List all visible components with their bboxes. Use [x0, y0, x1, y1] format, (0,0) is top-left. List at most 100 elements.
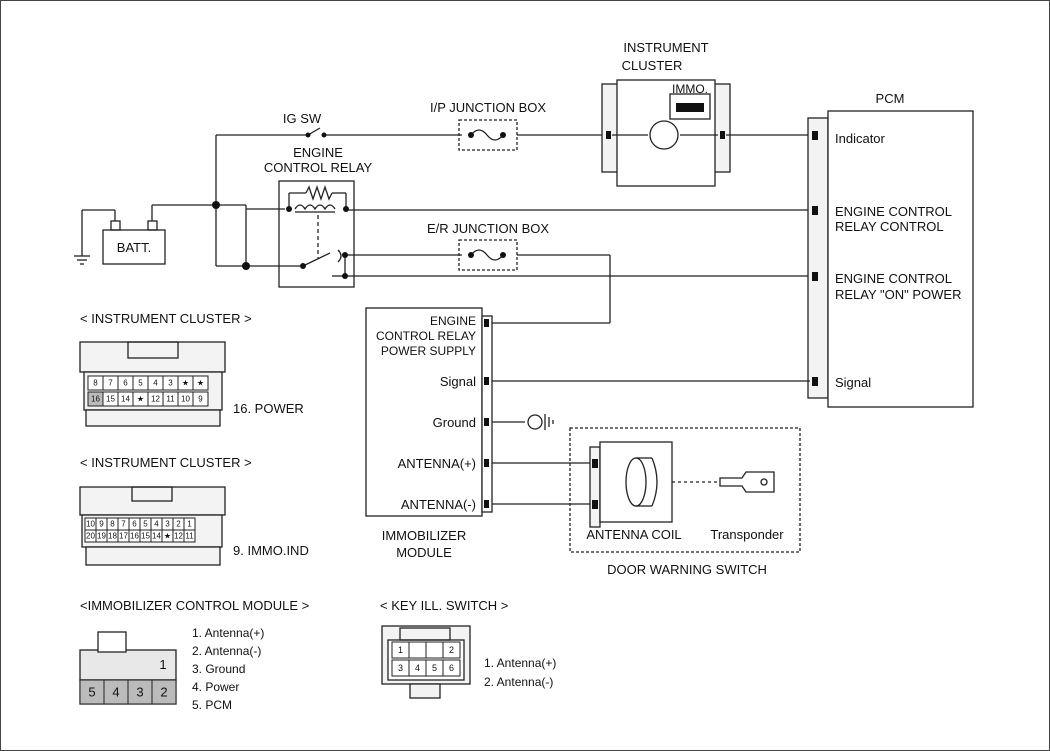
pcm-indicator: Indicator — [835, 131, 886, 146]
door-warning-switch-label: DOOR WARNING SWITCH — [607, 562, 767, 577]
pin-label: 12 — [174, 532, 183, 541]
battery-box — [102, 229, 166, 265]
pin-label: 19 — [97, 532, 106, 541]
pin-label: 7 — [121, 520, 126, 529]
pin-label: 6 — [123, 379, 128, 388]
pin-label: 15 — [141, 532, 150, 541]
conn2-title: < INSTRUMENT CLUSTER > — [80, 455, 252, 470]
pin-label: 10 — [181, 395, 190, 404]
connector3-bottom-row: 5 4 3 2 — [79, 679, 177, 705]
pin-label: 6 — [449, 663, 454, 673]
pin-label: 20 — [86, 532, 95, 541]
cluster-label-1: INSTRUMENT — [623, 40, 708, 55]
pin-label: 4 — [415, 663, 420, 673]
ecr-label-2: CONTROL RELAY — [264, 160, 373, 175]
pin-label: 8 — [93, 379, 98, 388]
pcm-signal: Signal — [835, 375, 871, 390]
pin-label: 12 — [151, 395, 160, 404]
conn4-title: < KEY ILL. SWITCH > — [380, 598, 508, 613]
pin-label: 6 — [132, 520, 137, 529]
conn4-pin-2: 2. Antenna(-) — [484, 675, 553, 689]
immo-supply-3: POWER SUPPLY — [381, 344, 476, 358]
er-junction-label: E/R JUNCTION BOX — [427, 221, 549, 236]
pin-label: ★ — [182, 379, 189, 388]
conn3-pin-5: 5. PCM — [192, 698, 232, 712]
cluster-label-2: CLUSTER — [622, 58, 683, 73]
pcm-erc-2: RELAY CONTROL — [835, 219, 944, 234]
pin-label: 3 — [136, 684, 143, 699]
pin-label: 3 — [168, 379, 173, 388]
pin-label: 3 — [165, 520, 170, 529]
ig-switch-label: IG SW — [283, 111, 322, 126]
immo-antenna-minus: ANTENNA(-) — [401, 497, 476, 512]
pcm-eron-2: RELAY "ON" POWER — [835, 287, 962, 302]
pin-cell — [425, 641, 444, 659]
pin-cell — [151, 679, 177, 705]
pin-label: 10 — [86, 520, 95, 529]
conn2-label: 9. IMMO.IND — [233, 543, 309, 558]
pin-label: 11 — [166, 395, 175, 404]
transponder-label: Transponder — [710, 527, 784, 542]
pin-label: ★ — [164, 532, 171, 541]
pin-label: 4 — [154, 520, 159, 529]
pin-label: 11 — [185, 532, 194, 541]
pin-label: 2 — [160, 684, 167, 699]
antenna-coil-label: ANTENNA COIL — [586, 527, 681, 542]
conn4-pin-1: 1. Antenna(+) — [484, 656, 556, 670]
pin-label: 14 — [121, 395, 130, 404]
pin-label: 2 — [449, 645, 454, 655]
pin-cell — [442, 659, 461, 677]
pcm-erc-1: ENGINE CONTROL — [835, 204, 952, 219]
pin-label: 1 — [398, 645, 403, 655]
immo-tag: IMMO. — [672, 82, 708, 96]
ecr-label-1: ENGINE — [293, 145, 343, 160]
pin-label: 9 — [198, 395, 203, 404]
pin-label: 5 — [432, 663, 437, 673]
conn3-top-pin: 1 — [159, 657, 166, 672]
conn3-pin-2: 2. Antenna(-) — [192, 644, 261, 658]
pin-label: 17 — [119, 532, 128, 541]
immo-title-2: MODULE — [396, 545, 452, 560]
pin-label: 16 — [130, 532, 139, 541]
immo-signal: Signal — [440, 374, 476, 389]
pin-label: 15 — [106, 395, 115, 404]
pin-label: 18 — [108, 532, 117, 541]
pin-label: ★ — [197, 379, 204, 388]
connector1-row1: 8 7 6 5 4 3 ★ ★ — [87, 375, 209, 391]
ip-junction-label: I/P JUNCTION BOX — [430, 100, 546, 115]
pin-cell — [192, 391, 209, 407]
conn3-pin-1: 1. Antenna(+) — [192, 626, 264, 640]
pin-cell — [442, 641, 461, 659]
immo-antenna-plus: ANTENNA(+) — [398, 456, 476, 471]
pin-cell — [192, 375, 209, 391]
immo-supply-1: ENGINE — [430, 314, 476, 328]
pcm-title: PCM — [876, 91, 905, 106]
conn3-pin-3: 3. Ground — [192, 662, 245, 676]
conn3-pin-4: 4. Power — [192, 680, 239, 694]
pin-label: 3 — [398, 663, 403, 673]
pin-label: 5 — [138, 379, 143, 388]
pin-label: 5 — [143, 520, 148, 529]
pcm-eron-1: ENGINE CONTROL — [835, 271, 952, 286]
conn1-label: 16. POWER — [233, 401, 304, 416]
conn3-title: <IMMOBILIZER CONTROL MODULE > — [80, 598, 309, 613]
pin-label: 9 — [99, 520, 104, 529]
immo-ground: Ground — [433, 415, 476, 430]
pin-label: 14 — [152, 532, 161, 541]
immo-supply-2: CONTROL RELAY — [376, 329, 476, 343]
conn1-title: < INSTRUMENT CLUSTER > — [80, 311, 252, 326]
pin-cell — [408, 641, 427, 659]
pin-label: 5 — [88, 684, 95, 699]
pin-label: 1 — [187, 520, 192, 529]
pin-label: 8 — [110, 520, 115, 529]
pin-cell — [103, 679, 129, 705]
pin-label: 2 — [176, 520, 181, 529]
pin-label: 7 — [108, 379, 113, 388]
pin-label: 4 — [153, 379, 158, 388]
pin-label: 16 — [91, 395, 100, 404]
pin-label: 4 — [112, 684, 119, 699]
pin-cell — [79, 679, 105, 705]
